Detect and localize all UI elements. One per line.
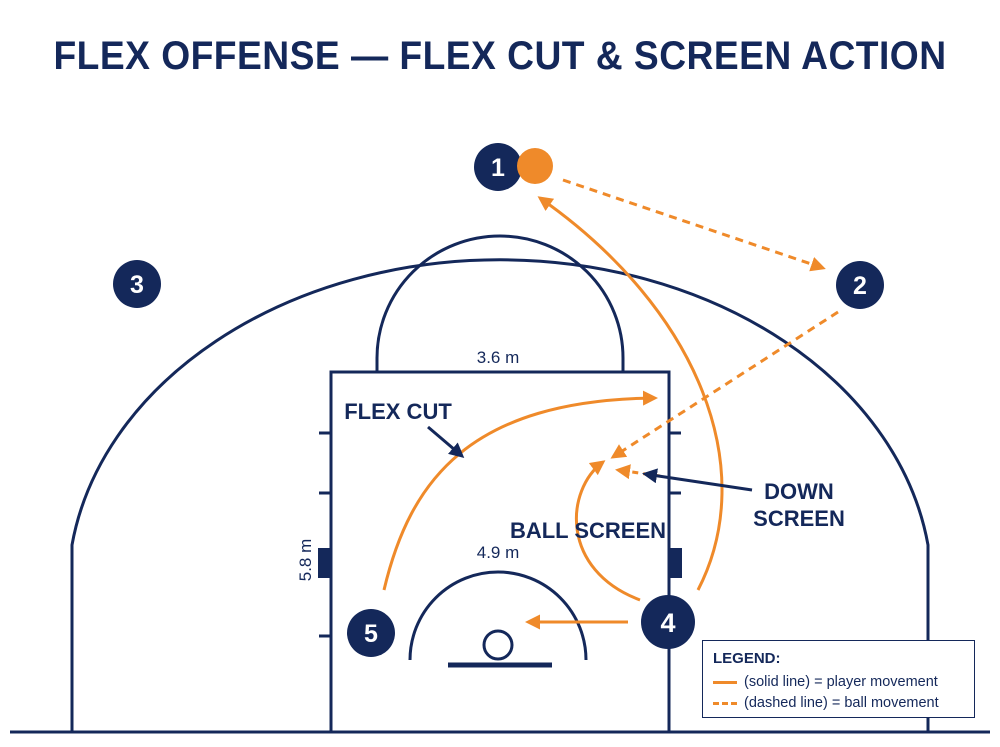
lane-block-left (318, 548, 331, 578)
ball-movement-paths (562, 178, 839, 480)
pass-2-to-key (610, 310, 839, 459)
flex-cut-pointer (427, 425, 465, 458)
player-5: 5 (347, 609, 395, 657)
legend: LEGEND: (solid line) = player movement (… (702, 640, 975, 718)
rim (482, 629, 514, 661)
down-screen-ball-arrow (615, 464, 661, 480)
svg-text:2: 2 (853, 272, 867, 300)
legend-row-dashed: (dashed line) = ball movement (713, 695, 939, 711)
legend-dashed-label: (dashed line) = ball movement (744, 695, 939, 711)
ball-screen-path (575, 460, 641, 602)
basketball (517, 148, 553, 184)
legend-solid-label: (solid line) = player movement (744, 674, 938, 690)
three-point-line (70, 258, 930, 732)
free-throw-circle (375, 234, 625, 372)
down-screen-label-2: SCREEN (753, 506, 845, 531)
legend-title: LEGEND: (713, 650, 781, 667)
key-width-label: 3.6 m (477, 348, 520, 367)
lane-block-right (669, 548, 682, 578)
page-title: FLEX OFFENSE — FLEX CUT & SCREEN ACTION (53, 34, 947, 78)
player-3: 3 (113, 260, 161, 308)
flex-cut-label: FLEX CUT (344, 399, 452, 424)
svg-text:1: 1 (491, 154, 505, 182)
ball-screen-label: BALL SCREEN (510, 518, 666, 543)
down-screen-pointer (642, 468, 753, 492)
solid-line-swatch (713, 680, 737, 684)
player4-cut-to-top (537, 196, 724, 591)
pass-1-to-2 (562, 178, 826, 272)
flex-cut-path (382, 390, 658, 591)
legend-row-solid: (solid line) = player movement (713, 674, 938, 690)
down-screen-label-1: DOWN (764, 479, 834, 504)
svg-text:3: 3 (130, 271, 144, 299)
svg-text:4: 4 (660, 608, 675, 638)
player-2: 2 (836, 261, 884, 309)
svg-text:5: 5 (364, 620, 378, 648)
restricted-arc-label: 4.9 m (477, 543, 520, 562)
key-depth-label: 5.8 m (296, 539, 315, 582)
player-1: 1 (474, 143, 522, 191)
dashed-line-swatch (713, 701, 737, 705)
player-4: 4 (641, 595, 695, 649)
restricted-arc (408, 570, 588, 661)
